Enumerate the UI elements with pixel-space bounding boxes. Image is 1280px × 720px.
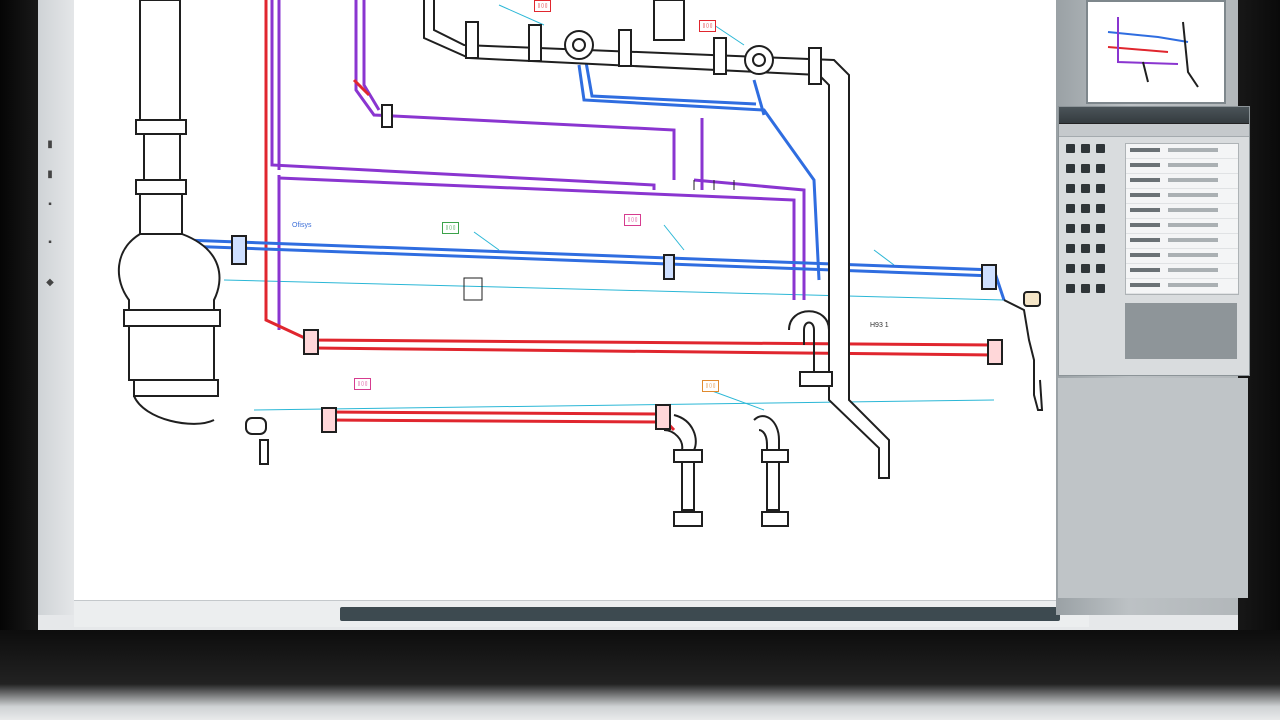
annotation-tag: ▯▯▯ — [699, 20, 716, 32]
pipe-tool-icon[interactable]: ▮ — [47, 169, 53, 180]
vent-lines — [270, 0, 806, 330]
app-screen: ▮ ▮ ▪ ▪ ◆ — [38, 0, 1250, 640]
component-icon[interactable] — [1096, 224, 1105, 233]
property-row[interactable] — [1126, 204, 1238, 219]
properties-footer — [1125, 303, 1237, 359]
component-icon[interactable] — [1066, 144, 1075, 153]
properties-toolbar — [1059, 124, 1249, 137]
horizontal-scrollbar[interactable] — [74, 600, 1089, 627]
component-icon[interactable] — [1081, 224, 1090, 233]
component-icon[interactable] — [1096, 184, 1105, 193]
component-icon[interactable] — [1066, 224, 1075, 233]
scrollbar-thumb[interactable] — [340, 607, 1060, 621]
component-icon[interactable] — [1096, 204, 1105, 213]
property-row[interactable] — [1126, 279, 1238, 294]
trap-tag-label: H93 1 — [870, 322, 889, 329]
hot-water-lines — [264, 0, 995, 432]
property-row[interactable] — [1126, 264, 1238, 279]
property-row[interactable] — [1126, 174, 1238, 189]
property-row[interactable] — [1126, 219, 1238, 234]
component-icon[interactable] — [1096, 244, 1105, 253]
component-icon[interactable] — [1081, 204, 1090, 213]
component-icon[interactable] — [1096, 144, 1105, 153]
property-row[interactable] — [1126, 189, 1238, 204]
pipe-outlines — [117, 0, 1044, 527]
right-side-panels — [1056, 0, 1250, 615]
component-icon[interactable] — [1081, 184, 1090, 193]
dimension-markers — [463, 180, 735, 301]
drawing-canvas[interactable]: ▯▯▯ ▯▯▯ ▯▯▯ ▯▯▯ ▯▯▯ ▯▯▯ Ofisys H93 1 — [74, 0, 1091, 600]
component-icon[interactable] — [1081, 244, 1090, 253]
annotation-tag: ▯▯▯ — [702, 380, 719, 392]
annotation-tag: ▯▯▯ — [354, 378, 371, 390]
select-tool-icon[interactable]: ▮ — [47, 139, 53, 150]
secondary-panel — [1058, 378, 1248, 598]
navigator-thumbnail[interactable] — [1086, 0, 1226, 104]
component-icon[interactable] — [1096, 284, 1105, 293]
property-row[interactable] — [1126, 234, 1238, 249]
component-icon[interactable] — [1081, 144, 1090, 153]
property-row[interactable] — [1126, 249, 1238, 264]
dimension-tool-icon[interactable]: ◆ — [46, 277, 54, 288]
property-list — [1125, 143, 1239, 295]
fitting-tool-icon[interactable]: ▪ — [48, 199, 52, 210]
component-icon-grid — [1063, 141, 1123, 301]
component-icon[interactable] — [1081, 164, 1090, 173]
cold-main-label: Ofisys — [292, 222, 312, 229]
properties-panel-header — [1059, 107, 1249, 124]
monitor-bezel-left — [0, 0, 40, 720]
properties-panel — [1058, 106, 1250, 376]
property-row[interactable] — [1126, 159, 1238, 174]
annotation-tag: ▯▯▯ — [442, 222, 459, 234]
annotation-tag: ▯▯▯ — [624, 214, 641, 226]
component-icon[interactable] — [1096, 264, 1105, 273]
component-icon[interactable] — [1081, 264, 1090, 273]
component-icon[interactable] — [1066, 264, 1075, 273]
component-icon[interactable] — [1066, 284, 1075, 293]
component-icon[interactable] — [1066, 164, 1075, 173]
plumbing-diagram — [117, 0, 1044, 527]
valve-tool-icon[interactable]: ▪ — [48, 237, 52, 248]
component-icon[interactable] — [1066, 244, 1075, 253]
thumbnail-preview — [1107, 17, 1199, 88]
annotation-tag: ▯▯▯ — [534, 0, 551, 12]
component-icon[interactable] — [1066, 184, 1075, 193]
tool-rail: ▮ ▮ ▪ ▪ ◆ — [38, 0, 75, 615]
component-icon[interactable] — [1096, 164, 1105, 173]
monitor-bezel-bottom — [0, 630, 1280, 720]
property-row[interactable] — [1126, 144, 1238, 159]
component-icon[interactable] — [1081, 284, 1090, 293]
component-icon[interactable] — [1066, 204, 1075, 213]
